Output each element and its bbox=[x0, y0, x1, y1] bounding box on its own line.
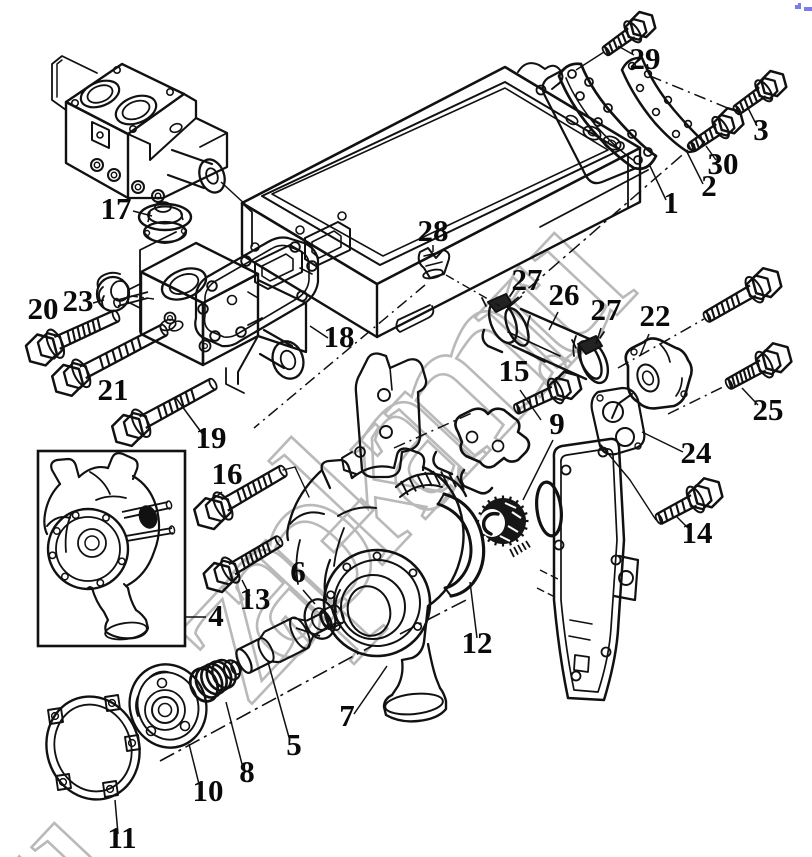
svg-text:20: 20 bbox=[28, 291, 59, 326]
svg-text:17: 17 bbox=[101, 191, 132, 226]
svg-text:7: 7 bbox=[339, 698, 355, 733]
svg-text:15: 15 bbox=[499, 353, 530, 388]
svg-text:13: 13 bbox=[240, 581, 271, 616]
svg-text:14: 14 bbox=[682, 515, 713, 550]
svg-text:1: 1 bbox=[663, 185, 679, 220]
svg-text:11: 11 bbox=[107, 820, 136, 855]
svg-text:12: 12 bbox=[462, 625, 493, 660]
svg-text:6: 6 bbox=[290, 554, 306, 589]
svg-text:4: 4 bbox=[208, 598, 224, 633]
svg-text:5: 5 bbox=[286, 727, 302, 762]
svg-text:16: 16 bbox=[212, 456, 243, 491]
svg-text:3: 3 bbox=[753, 112, 769, 147]
svg-text:19: 19 bbox=[196, 420, 227, 455]
svg-text:9: 9 bbox=[549, 406, 565, 441]
svg-text:24: 24 bbox=[681, 435, 712, 470]
svg-text:29: 29 bbox=[630, 41, 661, 76]
svg-text:23: 23 bbox=[63, 283, 94, 318]
svg-text:27: 27 bbox=[591, 292, 622, 327]
svg-text:30: 30 bbox=[708, 146, 739, 181]
svg-text:26: 26 bbox=[549, 277, 580, 312]
svg-text:8: 8 bbox=[239, 754, 255, 789]
svg-text:21: 21 bbox=[98, 372, 129, 407]
svg-text:2: 2 bbox=[701, 168, 717, 203]
svg-text:27: 27 bbox=[512, 262, 543, 297]
svg-text:22: 22 bbox=[640, 298, 671, 333]
svg-text:25: 25 bbox=[753, 392, 784, 427]
svg-text:28: 28 bbox=[418, 213, 449, 248]
